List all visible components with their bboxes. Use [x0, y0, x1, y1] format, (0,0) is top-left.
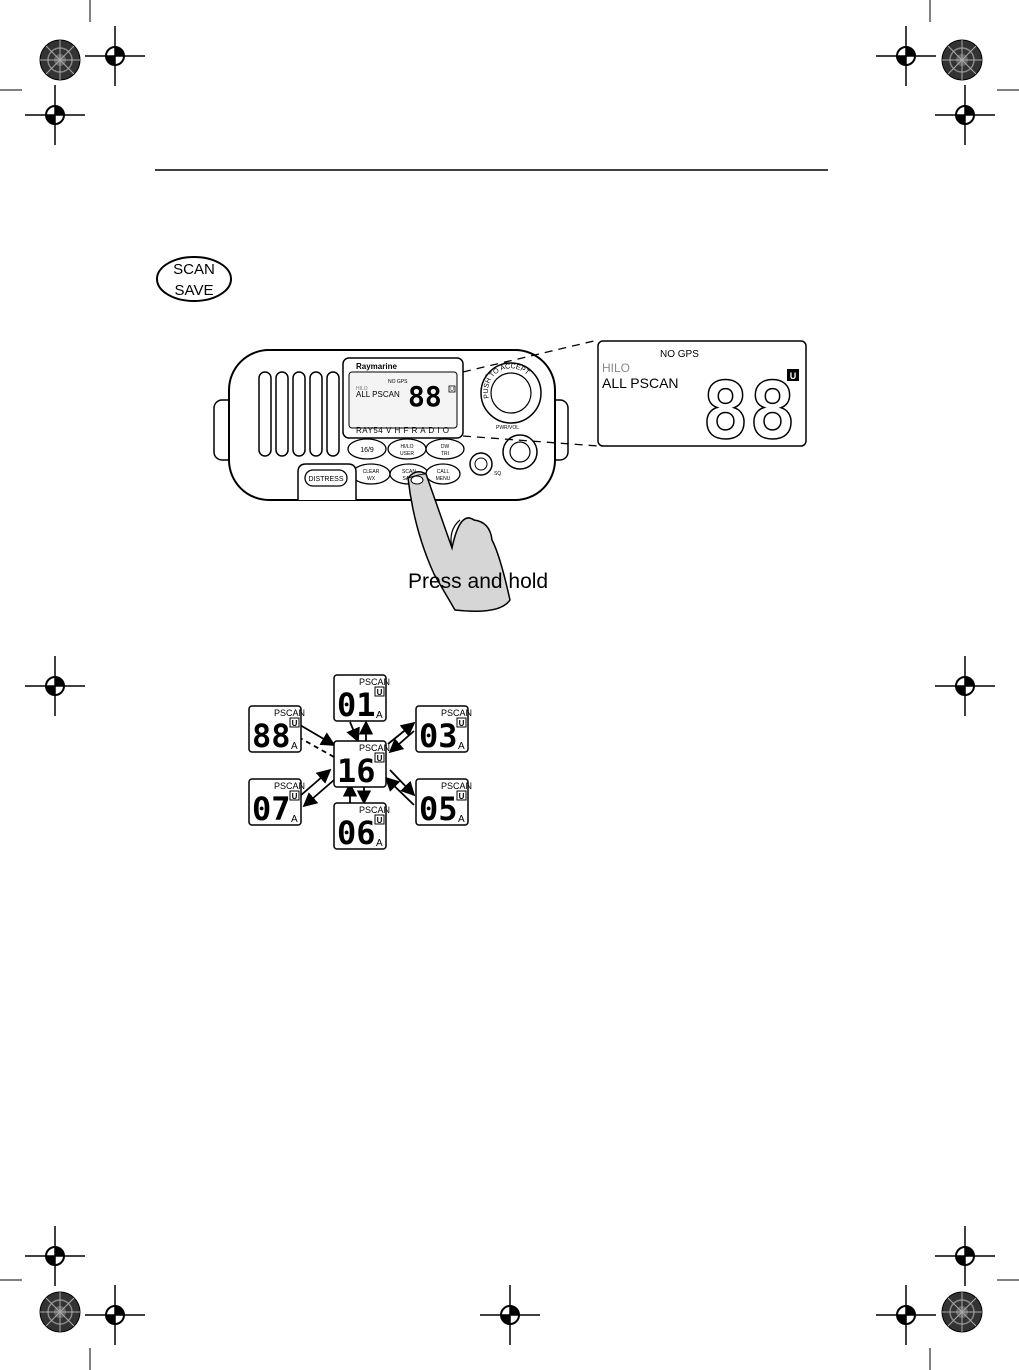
zoomed-lcd-mode: ALL PSCAN [602, 375, 679, 391]
button-hilo-user: HI/LO USER [388, 439, 426, 459]
scan-save-key-line2: SAVE [175, 282, 214, 299]
u-flag: U [292, 719, 298, 728]
registration-starburst-icon [942, 40, 982, 80]
zoomed-lcd-digits: 88 [702, 367, 796, 457]
crosshair-target-icon [935, 656, 995, 716]
radio-lcd-no-gps: NO GPS [388, 379, 408, 385]
a-flag: A [376, 710, 383, 721]
u-flag: U [377, 754, 383, 763]
a-flag: A [291, 741, 298, 752]
svg-text:DW: DW [441, 444, 450, 450]
registration-starburst-icon [40, 1292, 80, 1332]
channel-number: 03 [419, 717, 458, 755]
u-flag: U [459, 719, 465, 728]
svg-text:DISTRESS: DISTRESS [308, 476, 343, 483]
radio-lcd-mode: ALL PSCAN [356, 390, 400, 399]
registration-starburst-icon [942, 1292, 982, 1332]
brand-logo: Raymarine [356, 362, 397, 371]
crosshair-target-icon [935, 1226, 995, 1286]
crosshair-target-icon [25, 1226, 85, 1286]
crosshair-target-icon [25, 656, 85, 716]
svg-text:TRI: TRI [441, 451, 449, 457]
svg-text:HI/LO: HI/LO [400, 444, 413, 450]
channel-number: 07 [252, 790, 291, 828]
channel-number: 88 [252, 717, 291, 755]
zoomed-lcd-no-gps: NO GPS [660, 349, 699, 360]
crosshair-target-icon [25, 85, 85, 145]
crosshair-target-icon [85, 1285, 145, 1345]
a-flag: A [291, 814, 298, 825]
button-call-menu: CALL MENU [426, 464, 460, 484]
zoomed-lcd-u-flag: U [790, 371, 797, 381]
a-flag: A [376, 838, 383, 849]
channel-knob: CH PUSH TO ACCEPT [481, 363, 541, 423]
svg-text:MENU: MENU [436, 476, 451, 482]
svg-text:USER: USER [400, 451, 414, 457]
channel-number: 06 [337, 814, 376, 852]
channel-number: 01 [337, 686, 376, 724]
svg-text:WX: WX [367, 476, 376, 482]
a-flag: A [458, 814, 465, 825]
scan-save-key-line1: SCAN [173, 261, 215, 278]
crosshair-target-icon [935, 85, 995, 145]
u-flag: U [377, 816, 383, 825]
crosshair-target-icon [85, 26, 145, 86]
radio-lcd-digits: 88 [408, 380, 442, 413]
channel-number: 16 [337, 752, 376, 790]
u-flag: U [377, 688, 383, 697]
scan-save-key-icon: SCAN SAVE [157, 257, 231, 301]
crosshair-target-icon [480, 1285, 540, 1345]
registration-starburst-icon [40, 40, 80, 80]
button-clear-wx: CLEAR WX [352, 464, 390, 484]
svg-text:16/9: 16/9 [360, 447, 374, 454]
zoomed-lcd-hilo: HILO [602, 361, 630, 375]
radio-model-label: RAY54 V H F R A D I O [356, 426, 450, 435]
a-flag: A [458, 741, 465, 752]
speaker-grille [259, 372, 339, 456]
zoomed-lcd-display: NO GPS HILO ALL PSCAN 88 U [598, 341, 806, 457]
sq-label: SQ [494, 471, 501, 477]
svg-text:CLEAR: CLEAR [363, 469, 380, 475]
radio-lcd-u-flag: U [450, 387, 454, 393]
press-and-hold-caption: Press and hold [408, 570, 548, 593]
button-dw-tri: DW TRI [426, 439, 464, 459]
u-flag: U [459, 792, 465, 801]
pwr-vol-label: PWR/VOL [496, 425, 519, 431]
channel-number: 05 [419, 790, 458, 828]
crosshair-target-icon [876, 1285, 936, 1345]
button-16-9: 16/9 [348, 439, 386, 459]
u-flag: U [292, 792, 298, 801]
crosshair-target-icon [876, 26, 936, 86]
distress-button: DISTRESS [298, 464, 356, 500]
svg-text:CALL: CALL [437, 469, 450, 475]
